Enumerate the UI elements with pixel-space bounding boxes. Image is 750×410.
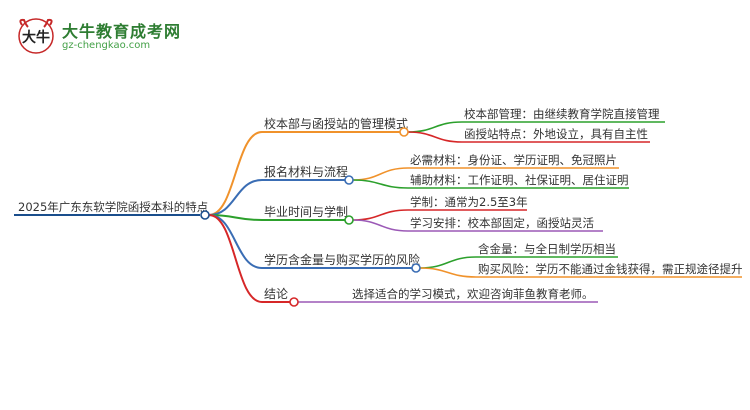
leaf-connector — [419, 267, 477, 278]
branch-collapse-node[interactable] — [344, 175, 354, 185]
leaf-label: 购买风险：学历不能通过金钱获得，需正规途径提升 — [478, 262, 743, 276]
branch-connector — [208, 214, 263, 303]
logo-mark-text: 大牛 — [22, 29, 50, 46]
leaf-label: 学习安排：校本部固定，函授站灵活 — [410, 216, 594, 230]
branch-label: 校本部与函授站的管理模式 — [264, 116, 408, 131]
branch-collapse-node[interactable] — [289, 297, 299, 307]
branch-collapse-node[interactable] — [399, 127, 409, 137]
branch-4: 学历含金量与购买学历的风险 含金量：与全日制学历相当购买风险：学历不能通过金钱获得… — [208, 214, 743, 278]
leaf-label: 学制：通常为2.5至3年 — [410, 195, 528, 209]
leaf-label: 含金量：与全日制学历相当 — [478, 242, 616, 256]
leaf-connector — [407, 121, 463, 133]
branch-connector — [208, 179, 263, 216]
site-title: 大牛教育成考网 — [62, 22, 182, 41]
leaf-label: 必需材料：身份证、学历证明、免冠照片 — [410, 153, 617, 167]
site-logo[interactable]: 大牛 大牛教育成考网 gz-chengkao.com — [14, 14, 214, 60]
branch-label: 报名材料与流程 — [264, 164, 348, 179]
root-topic-label: 2025年广东东软学院函授本科的特点 — [18, 200, 208, 214]
leaf-connector — [419, 256, 477, 269]
branch-2: 报名材料与流程 必需材料：身份证、学历证明、免冠照片辅助材料：工作证明、社保证明、… — [208, 153, 629, 216]
branch-label: 学历含金量与购买学历的风险 — [264, 252, 420, 267]
branch-collapse-node[interactable] — [411, 263, 421, 273]
leaf-label: 校本部管理：由继续教育学院直接管理 — [464, 107, 660, 121]
leaf-connector — [352, 219, 409, 232]
leaf-label: 辅助材料：工作证明、社保证明、居住证明 — [410, 173, 629, 187]
leaf-connector — [352, 209, 409, 221]
leaf-label: 函授站特点：外地设立，具有自主性 — [464, 127, 648, 141]
site-url: gz-chengkao.com — [62, 40, 151, 51]
branch-5: 结论 选择适合的学习模式，欢迎咨询菲鱼教育老师。 — [208, 214, 598, 307]
leaf-connector — [352, 167, 409, 181]
branch-connector — [208, 131, 263, 216]
branch-label: 结论 — [264, 287, 288, 301]
branch-1: 校本部与函授站的管理模式 校本部管理：由继续教育学院直接管理函授站特点：外地设立，… — [208, 107, 665, 216]
bull-logo-icon: 大牛 — [18, 18, 54, 54]
branch-label: 毕业时间与学制 — [264, 204, 348, 219]
leaf-connector — [407, 131, 463, 143]
leaf-connector — [352, 179, 409, 189]
branch-collapse-node[interactable] — [344, 215, 354, 225]
root-collapse-node[interactable] — [200, 210, 210, 220]
leaf-label: 选择适合的学习模式，欢迎咨询菲鱼教育老师。 — [352, 287, 594, 301]
